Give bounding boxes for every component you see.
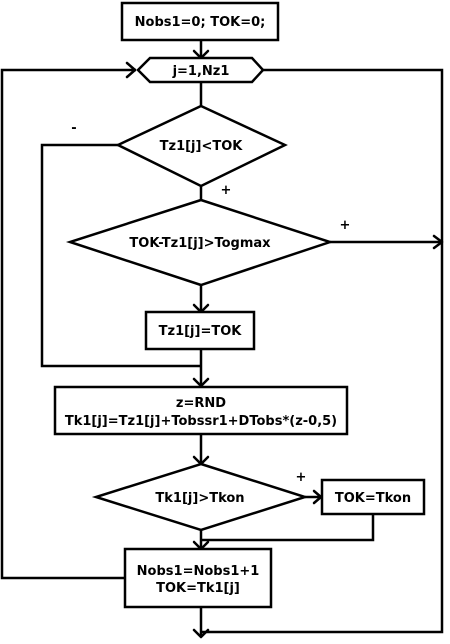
connector-cond1-no-branch (40, 143, 201, 368)
arrowhead-loop-back (125, 61, 137, 79)
init-label: Nobs1=0; TOK=0; (135, 15, 266, 30)
connector-loop-exit (201, 68, 444, 634)
calc-line2: Tk1[j]=Tz1[j]+Tobssr1+DTobs*(z-0,5) (65, 414, 337, 429)
cond3-diamond (91, 462, 310, 532)
connector-assigntok-join (201, 514, 375, 542)
loop-label: j=1,Nz1 (172, 64, 230, 79)
cond3-label: Tk1[j]>Tkon (155, 491, 244, 506)
update-line1: Nobs1=Nobs1+1 (137, 564, 260, 579)
cond1-yes-sign: + (221, 183, 232, 198)
assign-tok-box (320, 478, 426, 516)
connector-loop-back (0, 68, 136, 580)
assign-tz-label: Tz1[j]=TOK (159, 324, 243, 339)
assign-tok-label: TOK=Tkon (335, 491, 411, 506)
update-box (123, 547, 273, 609)
arrowhead-exit-right (432, 234, 444, 250)
cond3-yes-sign: + (296, 470, 307, 485)
arrowhead-final (192, 628, 210, 639)
calc-box (53, 385, 349, 436)
loop-hexagon (136, 56, 265, 84)
cond1-diamond (115, 104, 288, 188)
assign-tz-box (144, 310, 256, 351)
calc-line1: z=RND (176, 396, 226, 411)
cond1-label: Tz1[j]<TOK (160, 139, 244, 154)
cond1-no-sign: - (71, 121, 76, 136)
cond2-diamond (65, 198, 334, 287)
cond2-yes-sign: + (340, 218, 351, 233)
cond2-label: TOK-Tz1[j]>Togmax (129, 236, 271, 251)
connectors (0, 40, 444, 637)
update-line2: TOK=Tk1[j] (156, 581, 240, 596)
init-box (120, 1, 280, 42)
